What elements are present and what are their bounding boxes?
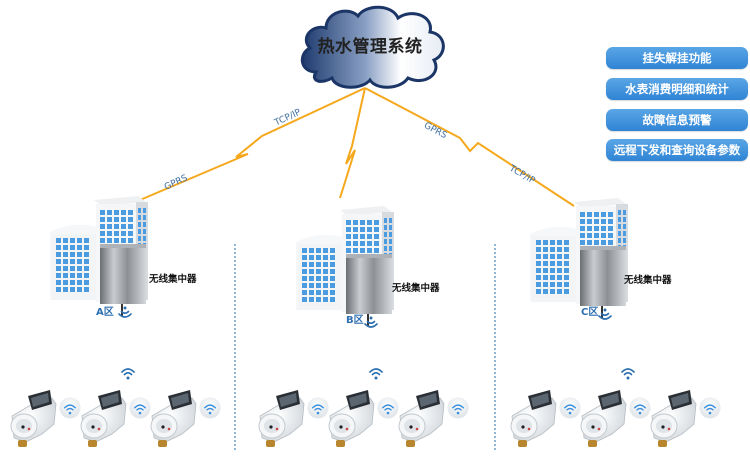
wifi-icon — [704, 404, 716, 415]
wifi-signal-icon — [118, 306, 132, 318]
water-meter-icon — [510, 390, 557, 447]
wifi-icon — [452, 404, 464, 415]
meter-wifi-badge — [700, 398, 720, 418]
meter-wifi-badge — [308, 398, 328, 418]
zone-wifi-signal — [620, 366, 636, 380]
wifi-icon — [121, 368, 135, 380]
zone-label-c: C区 — [581, 307, 599, 318]
water-meter — [394, 390, 448, 448]
link-center — [339, 87, 366, 199]
water-meter — [146, 390, 200, 448]
wifi-icon — [134, 404, 146, 415]
water-meter-icon — [10, 390, 57, 447]
zone-wifi-signal — [120, 366, 136, 380]
cloud-icon — [300, 5, 445, 89]
zone-a-site — [46, 188, 176, 318]
meter-wifi-badge — [378, 398, 398, 418]
water-meter-icon — [650, 390, 697, 447]
water-meter — [324, 390, 378, 448]
water-meter-icon — [150, 390, 197, 447]
water-meter-icon — [80, 390, 127, 447]
water-meter — [506, 390, 560, 448]
water-meter — [6, 390, 60, 448]
zone-divider — [234, 244, 236, 450]
building-concentrator-icon — [296, 206, 394, 326]
water-meter — [576, 390, 630, 448]
wifi-icon — [382, 404, 394, 415]
wifi-signal-icon — [598, 308, 612, 320]
link-left — [139, 87, 366, 201]
concentrator-label-c: 无线集中器 — [624, 275, 672, 286]
water-meter — [254, 390, 308, 448]
meter-wifi-badge — [130, 398, 150, 418]
cloud-title: 热水管理系统 — [317, 37, 423, 57]
zone-c-site — [526, 190, 656, 320]
meter-wifi-badge — [200, 398, 220, 418]
concentrator-label-b: 无线集中器 — [392, 283, 440, 294]
building-concentrator-icon — [50, 196, 148, 316]
water-meter — [76, 390, 130, 448]
meter-wifi-badge — [448, 398, 468, 418]
water-meter-icon — [328, 390, 375, 447]
zone-label-a: A区 — [96, 307, 114, 318]
wifi-icon — [204, 404, 216, 415]
zone-label-b: B区 — [346, 315, 364, 326]
feature-button-fault-warning[interactable]: 故障信息预警 — [606, 109, 748, 131]
wifi-icon — [312, 404, 324, 415]
feature-button-loss-report[interactable]: 挂失解挂功能 — [606, 47, 748, 69]
meter-wifi-badge — [560, 398, 580, 418]
water-meter — [646, 390, 700, 448]
water-meter-icon — [580, 390, 627, 447]
zone-b-site — [292, 198, 422, 328]
zone-wifi-signal — [368, 366, 384, 380]
wifi-icon — [634, 404, 646, 415]
water-meter-icon — [398, 390, 445, 447]
water-meter-icon — [258, 390, 305, 447]
wifi-icon — [621, 368, 635, 380]
link-right — [364, 87, 575, 207]
wifi-icon — [369, 368, 383, 380]
building-concentrator-icon — [530, 198, 628, 318]
feature-button-remote-params[interactable]: 远程下发和查询设备参数 — [606, 139, 748, 161]
concentrator-label-a: 无线集中器 — [149, 274, 197, 285]
meter-wifi-badge — [60, 398, 80, 418]
wifi-signal-icon — [364, 316, 378, 328]
feature-button-consumption-stats[interactable]: 水表消费明细和统计 — [606, 78, 748, 100]
meter-wifi-badge — [630, 398, 650, 418]
wifi-icon — [64, 404, 76, 415]
wifi-icon — [564, 404, 576, 415]
zone-divider — [494, 244, 496, 450]
